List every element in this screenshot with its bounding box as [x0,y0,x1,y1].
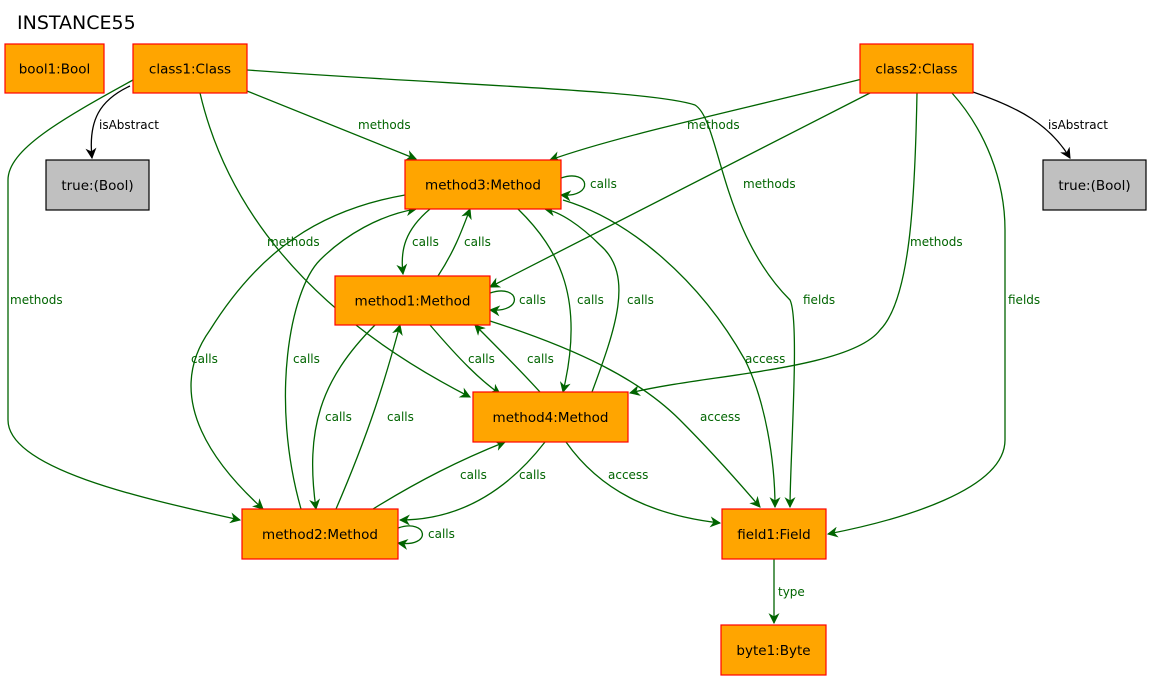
node-field1[interactable]: field1:Field [721,508,827,560]
node-method3[interactable]: method3:Method [404,159,562,210]
edge-method4-access-field1 [565,441,722,528]
edge-label-calls: calls [412,235,439,249]
edge-label-calls: calls [293,352,320,366]
edge-label-calls: calls [325,410,352,424]
edge-method3-calls-method2 [190,194,406,510]
edge-label-methods: methods [267,235,320,249]
edge-label-methods: methods [910,235,963,249]
edge-label-access: access [608,468,648,482]
edge-method2-calls-method4 [372,440,507,510]
edge-class1-methods-method3 [246,90,418,161]
node-label: true:(Bool) [1058,178,1130,194]
edge-method3-calls-method1 [396,208,431,276]
edge-method1-access-field1 [489,320,761,508]
edge-class2-methods-method3 [548,78,863,162]
edge-class1-isAbstract-true1 [85,85,131,160]
edge-class2-methods-method4 [628,92,918,396]
node-box [859,43,974,94]
edge-label-type: type [778,585,805,599]
node-label: field1:Field [737,527,810,543]
edge-method1-calls-method2 [309,324,376,511]
edge-method1-calls-method3 [437,207,472,277]
edge-method2-calls-method3 [284,205,418,510]
node-box [721,508,827,560]
edge-method3-access-field1 [562,199,781,509]
node-class2[interactable]: class2:Class [859,43,974,94]
node-label: bool1:Bool [19,62,91,78]
edge-label-isAbstract: isAbstract [1048,118,1108,132]
node-label: method3:Method [425,178,541,194]
edge-class2-fields-field1 [826,92,1006,538]
edge-label-calls: calls [460,468,487,482]
edge-labels-layer: isAbstract isAbstract methods methods method… [10,118,1108,599]
node-box [334,275,491,326]
edge-label-calls: calls [590,177,617,191]
edge-label-calls: calls [468,352,495,366]
edge-class1-methods-method2 [7,79,242,524]
node-true2[interactable]: true:(Bool) [1042,159,1147,211]
edges-layer [7,69,1071,625]
edge-label-calls: calls [527,352,554,366]
node-box [1042,159,1147,211]
node-label: class2:Class [875,62,957,78]
node-label: method2:Method [262,527,378,543]
edge-label-methods: methods [10,293,63,307]
edge-method1-calls-method1 [488,290,516,317]
node-box [132,43,248,94]
node-method4[interactable]: method4:Method [472,391,629,443]
edge-label-calls: calls [577,293,604,307]
edge-label-access: access [700,410,740,424]
edge-label-calls: calls [191,352,218,366]
node-box [472,391,629,443]
edge-method2-calls-method1 [335,323,403,510]
edge-method1-calls-method4 [429,324,501,395]
edge-method4-calls-method3 [543,205,620,393]
edge-label-calls: calls [519,468,546,482]
node-label: method4:Method [493,410,609,426]
edge-label-calls: calls [387,410,414,424]
nodes-layer: bool1:Bool class1:Class class2:Class true:(… [4,43,1147,676]
node-box [45,159,150,211]
edge-method3-calls-method3 [559,175,586,202]
edge-label-methods: methods [743,177,796,191]
edge-class1-fields-field1 [246,69,796,509]
edge-label-fields: fields [803,293,835,307]
node-label: byte1:Byte [736,643,810,659]
node-class1[interactable]: class1:Class [132,43,248,94]
edge-class2-isAbstract-true2 [972,91,1071,159]
node-bool1[interactable]: bool1:Bool [4,43,105,94]
edge-method3-calls-method4 [517,208,572,394]
node-byte1[interactable]: byte1:Byte [720,624,827,676]
edge-label-methods: methods [687,118,740,132]
node-box [404,159,562,210]
edge-label-fields: fields [1008,293,1040,307]
node-box [720,624,827,676]
node-label: method1:Method [355,294,471,310]
edge-method4-calls-method2 [398,441,546,526]
node-box [241,508,399,560]
edge-class1-methods-method4 [199,92,471,398]
node-true1[interactable]: true:(Bool) [45,159,150,211]
edge-method2-calls-method2 [396,525,424,550]
node-box [4,43,105,94]
edge-label-calls: calls [519,293,546,307]
node-label: class1:Class [149,62,231,78]
node-label: true:(Bool) [61,178,133,194]
edge-label-isAbstract: isAbstract [99,118,159,132]
edge-label-calls: calls [428,527,455,541]
edge-label-calls: calls [464,235,491,249]
diagram-title: INSTANCE55 [17,12,136,34]
edge-method4-calls-method1 [474,324,541,393]
edge-label-calls: calls [627,293,654,307]
edge-label-access: access [745,352,785,366]
node-method2[interactable]: method2:Method [241,508,399,560]
edge-label-methods: methods [358,118,411,132]
node-method1[interactable]: method1:Method [334,275,491,326]
